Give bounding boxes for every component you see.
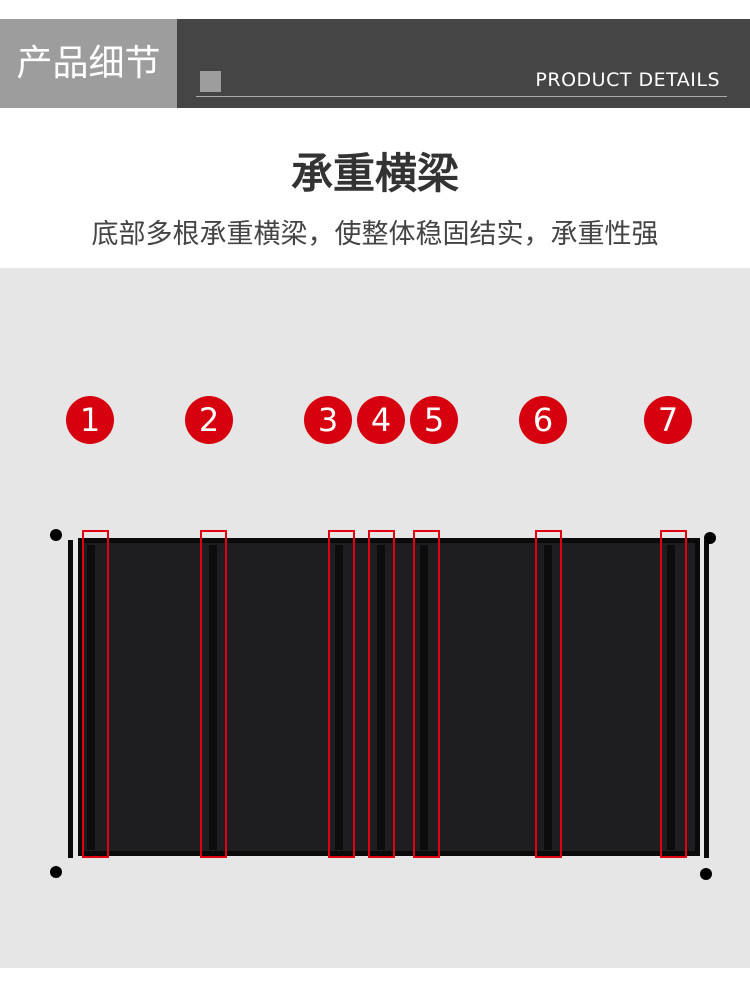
support-beam (87, 545, 95, 850)
highlight-box-3 (328, 530, 355, 858)
bed-leg (50, 866, 62, 878)
bed-side-rail-right (704, 540, 709, 858)
marker-1: 1 (66, 396, 114, 444)
bed-leg (50, 529, 62, 541)
marker-2: 2 (185, 396, 233, 444)
marker-7: 7 (644, 396, 692, 444)
section-subtitle: 底部多根承重横梁，使整体稳固结实，承重性强 (91, 219, 659, 250)
marker-6: 6 (519, 396, 567, 444)
bed-side-rail-left (68, 540, 73, 858)
header-divider (196, 96, 727, 97)
support-beam (420, 545, 428, 850)
header-cn-label: 产品细节 (0, 19, 177, 108)
highlight-box-2 (200, 530, 227, 858)
highlight-box-5 (413, 530, 440, 858)
marker-4: 4 (357, 396, 405, 444)
bed-leg (704, 532, 716, 544)
bed-frame-image (78, 538, 700, 856)
highlight-box-4 (368, 530, 395, 858)
marker-5: 5 (410, 396, 458, 444)
section-header: 产品细节 PRODUCT DETAILS (0, 19, 750, 108)
header-en-label: PRODUCT DETAILS (535, 69, 720, 91)
highlight-box-6 (535, 530, 562, 858)
highlight-box-1 (82, 530, 109, 858)
support-beam (544, 545, 552, 850)
header-square-decoration (200, 71, 221, 92)
support-beam (667, 545, 675, 850)
marker-3: 3 (304, 396, 352, 444)
highlight-box-7 (660, 530, 687, 858)
support-beam (377, 545, 385, 850)
section-title: 承重横梁 (290, 149, 459, 198)
bed-leg (700, 868, 712, 880)
support-beam (335, 545, 343, 850)
support-beam (209, 545, 217, 850)
